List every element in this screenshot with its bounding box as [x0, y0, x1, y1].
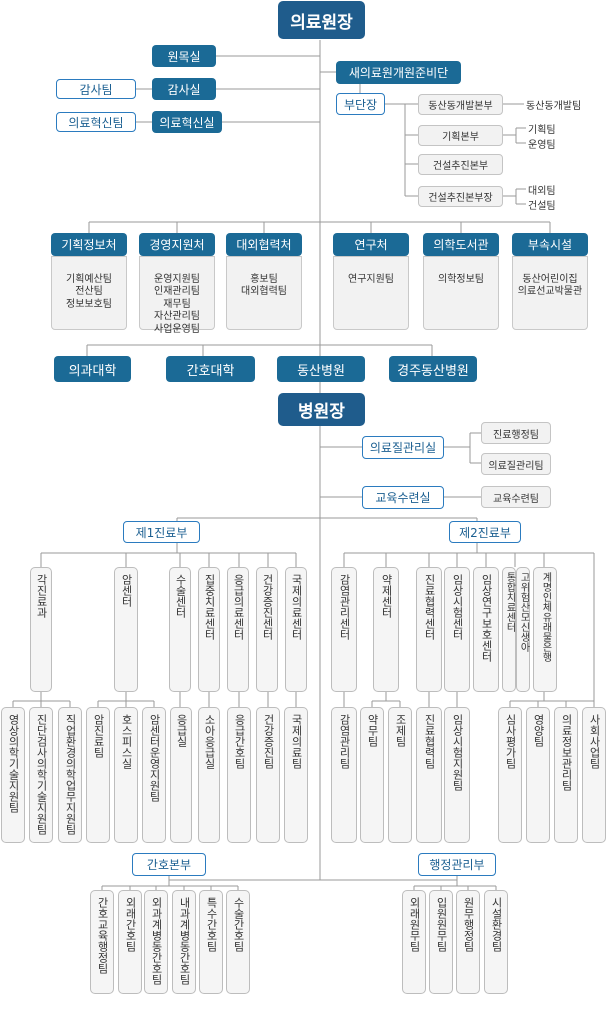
audit-team: 감사팀 — [56, 79, 136, 99]
institution-dongsan-hospital: 동산병원 — [277, 356, 365, 382]
c2-center-1: 감염관리센터 — [331, 567, 357, 692]
prep-team-4: 대외팀 — [528, 185, 556, 197]
c2-center-6: 통합치료센터 — [502, 567, 516, 692]
c2-team-4: 진료협력팀 — [416, 707, 442, 843]
clinical-dept-1: 제1진료부 — [123, 521, 200, 543]
division-research-teams: 연구지원팀 — [333, 256, 409, 330]
prep-team-3: 운영팀 — [528, 139, 556, 151]
nursing-team-2: 외래간호팀 — [118, 890, 142, 994]
nursing-team-6: 수술간호팀 — [226, 890, 250, 994]
quality-team-2: 의료질관리팀 — [481, 453, 551, 475]
c2-center-8: 계명인체유래물은행 — [533, 567, 557, 692]
prep-team-5: 건설팀 — [528, 200, 556, 212]
institution-medical-college: 의과대학 — [54, 356, 131, 382]
c1-team-10: 건강증진팀 — [256, 707, 280, 843]
c2-team-7: 영양팀 — [526, 707, 550, 843]
chaplain-office: 원목실 — [152, 45, 216, 67]
prep-branch-4: 건설추진본부장 — [418, 186, 503, 207]
c1-center-5: 응급의료센터 — [227, 567, 249, 692]
c1-center-7: 국제의료센터 — [285, 567, 307, 692]
quality-team-1: 진료행정팀 — [481, 422, 551, 444]
c1-team-1: 영상의학기술지원팀 — [1, 707, 25, 843]
c2-center-3: 진료협력센터 — [416, 567, 442, 692]
division-research-head: 연구처 — [333, 233, 409, 256]
prep-team-1: 동산동개발팀 — [526, 100, 582, 112]
prep-branch-2: 기획본부 — [418, 125, 503, 146]
nursing-team-5: 특수간호팀 — [199, 890, 223, 994]
c2-team-2: 약무팀 — [360, 707, 384, 843]
c1-center-1: 각진료과 — [30, 567, 52, 692]
nursing-team-4: 내과계병동간호팀 — [172, 890, 196, 994]
division-management-head: 경영지원처 — [139, 233, 215, 256]
nursing-team-3: 외과계병동간호팀 — [144, 890, 168, 994]
c1-team-5: 호스피스실 — [114, 707, 138, 843]
innovation-office: 의료혁신실 — [152, 111, 222, 133]
c1-center-6: 건강증진센터 — [256, 567, 278, 692]
c1-team-6: 암센터운영지원팀 — [142, 707, 166, 843]
c1-team-8: 소아응급실 — [198, 707, 220, 843]
division-facilities-head: 부속시설 — [512, 233, 588, 256]
admin-team-2: 입원원무팀 — [429, 890, 453, 994]
deputy-head: 부단장 — [336, 93, 385, 115]
education-team: 교육수련팀 — [481, 486, 551, 508]
division-external-head: 대외협력처 — [226, 233, 302, 256]
innovation-team: 의료혁신팀 — [56, 112, 136, 132]
c1-center-4: 집중치료센터 — [198, 567, 220, 692]
c2-team-9: 사회사업팀 — [582, 707, 606, 843]
c1-team-11: 국제의료팀 — [284, 707, 308, 843]
c2-team-5: 임상시험지원팀 — [444, 707, 470, 843]
nursing-team-1: 간호교육행정팀 — [90, 890, 114, 994]
c2-team-6: 심사평가팀 — [498, 707, 522, 843]
institution-gyeongju-hospital: 경주동산병원 — [389, 356, 477, 382]
admin-division: 행정관리부 — [418, 853, 496, 876]
education-office: 교육수련실 — [362, 486, 444, 509]
admin-team-1: 외래원무팀 — [402, 890, 426, 994]
prep-branch-1: 동산동개발본부 — [418, 94, 503, 115]
c2-center-2: 약제센터 — [373, 567, 399, 692]
c1-team-3: 직업환경의학업무지원팀 — [58, 707, 82, 843]
c2-center-5: 임상연구보호센터 — [473, 567, 499, 692]
admin-team-3: 원무행정팀 — [456, 890, 480, 994]
director-box: 의료원장 — [278, 1, 365, 39]
division-library-head: 의학도서관 — [423, 233, 499, 256]
c2-team-1: 감염관리팀 — [331, 707, 357, 843]
c1-center-3: 수술센터 — [169, 567, 191, 692]
institution-nursing-college: 간호대학 — [166, 356, 255, 382]
division-planning-head: 기획정보처 — [51, 233, 127, 256]
prep-team-2: 기획팀 — [528, 124, 556, 136]
quality-office: 의료질관리실 — [362, 436, 444, 459]
c2-center-7: 고위험산모신생아 — [516, 567, 530, 692]
c1-team-2: 진단검사의학기술지원팀 — [29, 707, 53, 843]
prep-branch-3: 건설추진본부 — [418, 154, 503, 175]
c1-team-7: 응급실 — [170, 707, 192, 843]
c1-team-4: 암진료팀 — [86, 707, 110, 843]
prep-committee: 새의료원개원준비단 — [336, 61, 461, 84]
nursing-division: 간호본부 — [132, 853, 206, 876]
hospital-director-box: 병원장 — [278, 393, 365, 426]
c1-team-9: 응급간호팀 — [227, 707, 251, 843]
admin-team-4: 시설환경팀 — [484, 890, 508, 994]
c2-center-4: 임상시험센터 — [444, 567, 470, 692]
c2-team-8: 의료정보관리팀 — [554, 707, 578, 843]
audit-office: 감사실 — [152, 78, 216, 100]
clinical-dept-2: 제2진료부 — [449, 521, 521, 543]
c2-team-3: 조제팀 — [388, 707, 412, 843]
c1-center-2: 암센터 — [114, 567, 138, 692]
division-library-teams: 의학정보팀 — [423, 256, 499, 330]
